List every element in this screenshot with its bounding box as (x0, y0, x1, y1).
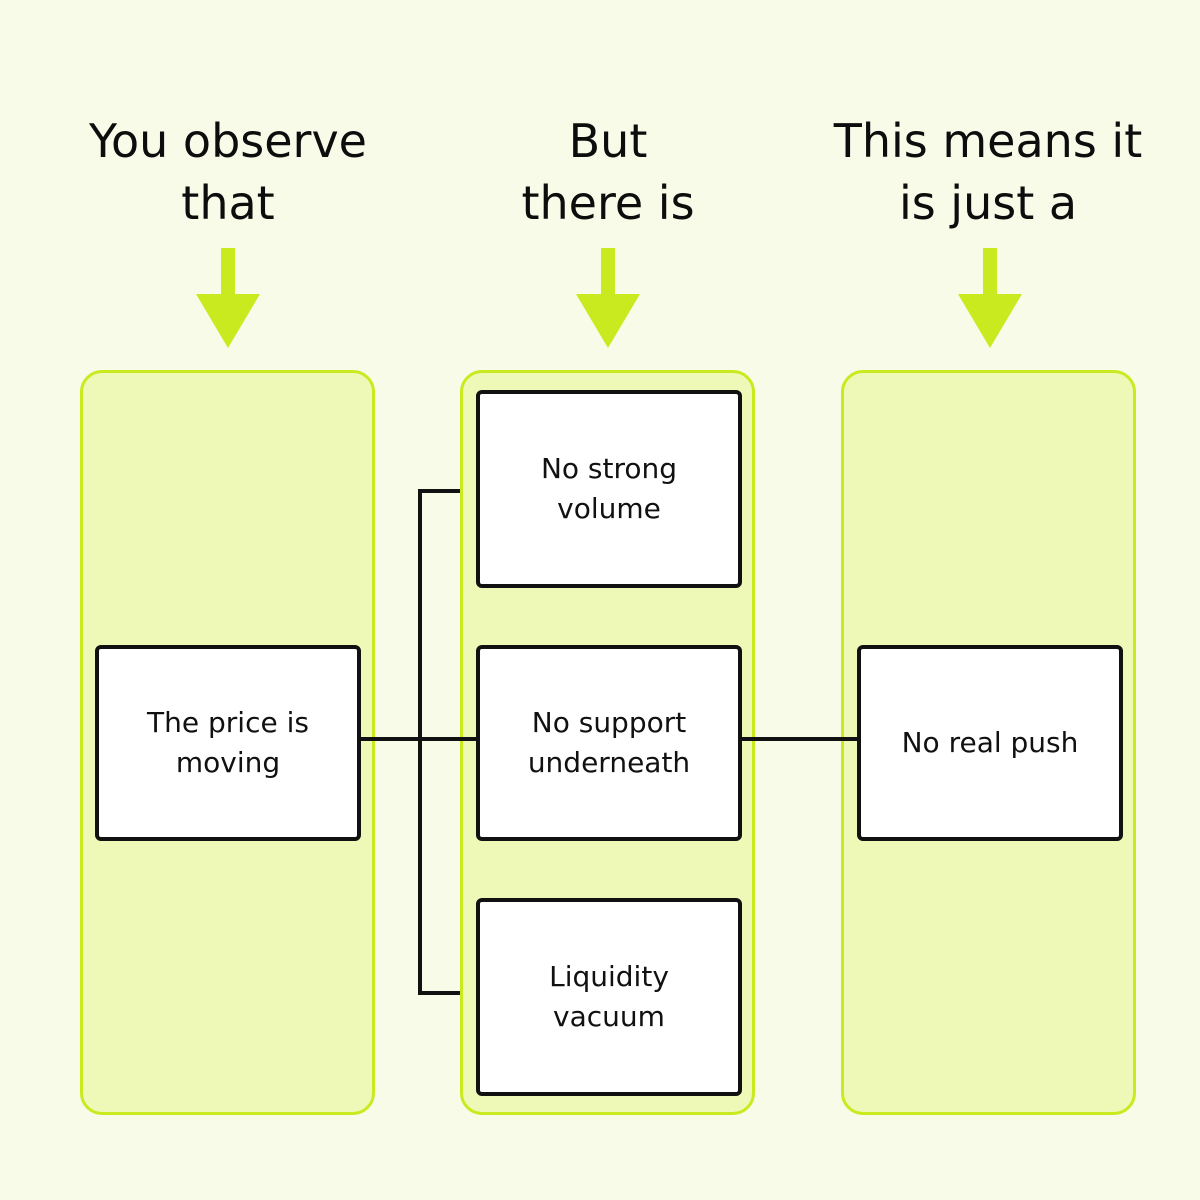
down-arrow-icon (958, 248, 1022, 348)
heading-condition: But there is (521, 114, 695, 230)
box-price-moving: The price is moving (95, 645, 361, 841)
box-no-strong-volume: No strong volume (476, 390, 742, 588)
heading-conclusion: This means it is just a (833, 114, 1143, 230)
bracket-line (418, 489, 460, 995)
heading-observation: You observe that (89, 114, 367, 230)
down-arrow-icon (576, 248, 640, 348)
box-no-support-underneath: No support underneath (476, 645, 742, 841)
box-liquidity-vacuum: Liquidity vacuum (476, 898, 742, 1096)
down-arrow-icon (196, 248, 260, 348)
down-arrows (196, 248, 1022, 348)
box-no-real-push: No real push (857, 645, 1123, 841)
